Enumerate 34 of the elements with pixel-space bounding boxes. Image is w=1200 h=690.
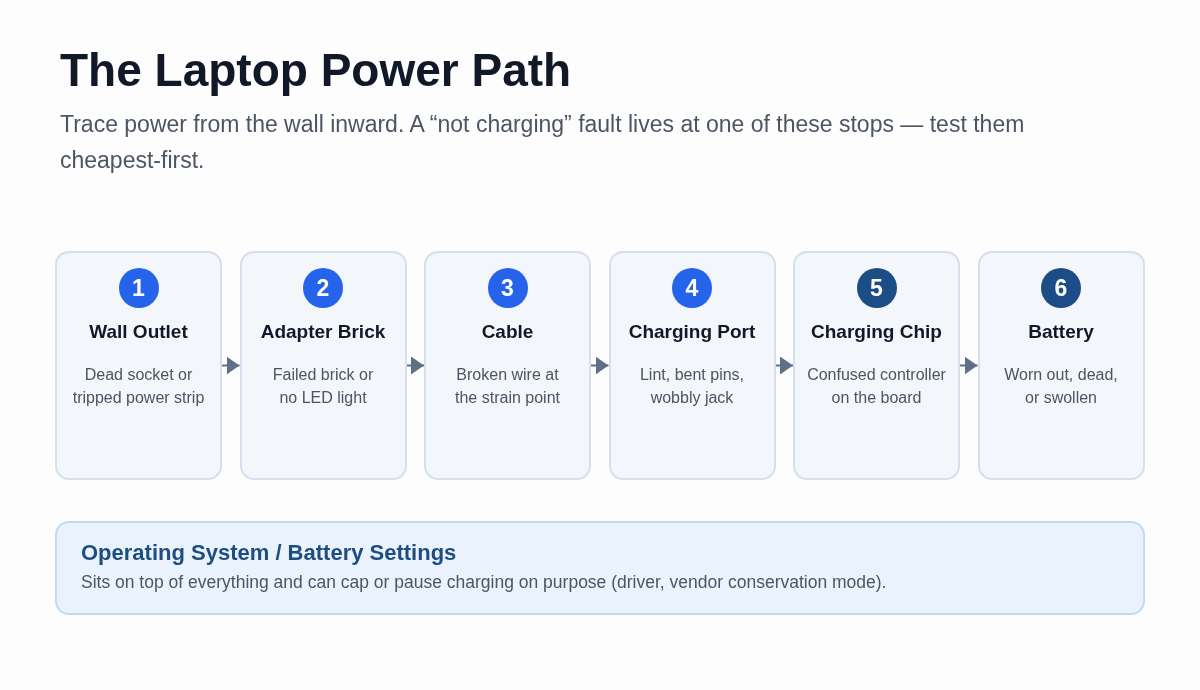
step-number: 2 bbox=[303, 268, 343, 308]
step-card bbox=[608, 251, 776, 480]
arrow bbox=[774, 356, 794, 375]
step-number: 5 bbox=[856, 268, 897, 308]
step-number: 4 bbox=[672, 268, 712, 308]
arrow bbox=[405, 356, 425, 375]
step-title: Wall Outlet bbox=[88, 320, 189, 344]
step-description: Worn out, dead, or swollen bbox=[1003, 365, 1119, 408]
step-number: 3 bbox=[487, 268, 528, 308]
step-card bbox=[55, 251, 222, 480]
step-card bbox=[793, 251, 960, 480]
step-title: Charging Port bbox=[627, 320, 757, 344]
step-description: Broken wire at the strain point bbox=[454, 365, 561, 408]
panel-heading: Operating System / Battery Settings bbox=[81, 540, 457, 566]
settings-panel bbox=[55, 521, 1145, 615]
step-title: Charging Chip bbox=[810, 320, 943, 344]
step-number: 6 bbox=[1041, 268, 1081, 308]
panel-description: Sits on top of everything and can cap or pause charging on purpose (driver, vendor conservation mode). bbox=[81, 571, 888, 594]
step-card bbox=[239, 251, 407, 480]
step-description: Lint, bent pins, wobbly jack bbox=[638, 365, 746, 408]
step-card bbox=[977, 251, 1145, 480]
step-title: Cable bbox=[480, 320, 535, 344]
arrow bbox=[959, 356, 979, 375]
arrow bbox=[221, 356, 241, 375]
step-card bbox=[424, 251, 591, 480]
subtitle: Trace power from the wall inward. A “not charging” fault lives at one of these stops — test them cheapest-first. bbox=[60, 110, 1026, 175]
step-title: Adapter Brick bbox=[259, 320, 387, 344]
step-description: Confused controller on the board bbox=[806, 365, 947, 408]
step-description: Dead socket or tripped power strip bbox=[71, 365, 206, 408]
step-number: 1 bbox=[118, 268, 159, 308]
arrow bbox=[590, 356, 610, 375]
step-description: Failed brick or no LED light bbox=[271, 365, 375, 408]
step-title: Battery bbox=[1027, 320, 1095, 344]
title: The Laptop Power Path bbox=[60, 43, 572, 98]
